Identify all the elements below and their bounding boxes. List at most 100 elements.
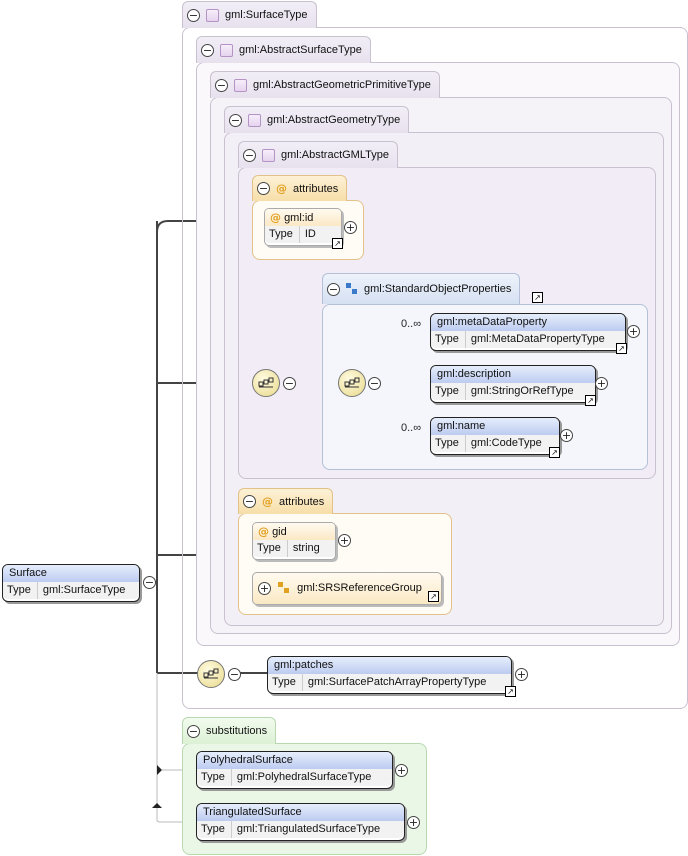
type-key: Type bbox=[272, 674, 303, 691]
collapse-icon[interactable]: − bbox=[228, 668, 241, 681]
expand-icon[interactable]: + bbox=[515, 668, 528, 681]
group-icon bbox=[346, 283, 357, 294]
expand-icon[interactable]: + bbox=[560, 429, 573, 442]
link-icon[interactable]: ↗ bbox=[505, 686, 516, 697]
attributes-tab[interactable]: − @ attributes bbox=[252, 175, 348, 201]
element-name: gml:metaDataProperty bbox=[431, 314, 625, 331]
group-name: gml:SRSReferenceGroup bbox=[297, 582, 422, 594]
element-type: gml:CodeType bbox=[470, 437, 542, 449]
collapse-icon[interactable]: − bbox=[283, 377, 296, 390]
abstract-geometric-primitive-type-tab[interactable]: − gml:AbstractGeometricPrimitiveType bbox=[210, 71, 440, 98]
type-key: Type bbox=[269, 226, 300, 243]
complex-type-icon bbox=[234, 78, 247, 92]
element-type: gml:TriangulatedSurfaceType bbox=[236, 823, 381, 835]
sequence-compositor-icon[interactable] bbox=[338, 369, 366, 397]
expand-icon[interactable]: + bbox=[344, 221, 357, 234]
element-type: gml:StringOrRefType bbox=[470, 385, 574, 397]
link-icon[interactable]: ↗ bbox=[332, 238, 343, 249]
attribute-name: gml:id bbox=[284, 212, 314, 224]
expand-icon[interactable]: + bbox=[338, 534, 351, 547]
element-name: gml:name bbox=[431, 418, 559, 435]
polyhedral-surface-element[interactable]: PolyhedralSurface Type gml:PolyhedralSurf… bbox=[196, 751, 393, 789]
expand-icon[interactable]: + bbox=[407, 816, 420, 829]
type-name: gml:AbstractGeometryType bbox=[267, 114, 401, 126]
attribute-type: string bbox=[292, 542, 320, 554]
attribute-type: ID bbox=[304, 228, 316, 240]
element-type: gml:SurfaceType bbox=[42, 584, 126, 596]
element-name: Surface bbox=[3, 565, 139, 582]
gml-id-attribute[interactable]: @ gml:id Type ID bbox=[264, 208, 342, 246]
expand-icon[interactable]: + bbox=[627, 325, 640, 338]
link-icon[interactable]: ↗ bbox=[428, 591, 439, 602]
collapse-icon[interactable]: − bbox=[327, 282, 340, 296]
occurrence-label: 0..∞ bbox=[401, 318, 422, 330]
substitutions-tab[interactable]: − substitutions bbox=[182, 717, 277, 744]
complex-type-icon bbox=[248, 113, 261, 127]
occurrence-label: 0..∞ bbox=[401, 422, 422, 434]
attribute-icon: @ bbox=[276, 182, 287, 195]
triangulated-surface-element[interactable]: TriangulatedSurface Type gml:Triangulated… bbox=[196, 803, 405, 841]
collapse-icon[interactable]: − bbox=[201, 43, 214, 57]
attributes-tab[interactable]: − @ attributes bbox=[238, 488, 334, 514]
element-name: gml:patches bbox=[268, 657, 511, 674]
type-key: Type bbox=[435, 331, 466, 348]
abstract-surface-type-tab[interactable]: − gml:AbstractSurfaceType bbox=[196, 36, 371, 63]
collapse-icon[interactable]: − bbox=[257, 182, 270, 195]
surface-root-element[interactable]: Surface Type gml:SurfaceType bbox=[2, 564, 140, 602]
attributes-label: attributes bbox=[279, 495, 325, 508]
expand-icon[interactable]: + bbox=[595, 377, 608, 390]
element-type: gml:PolyhedralSurfaceType bbox=[236, 771, 372, 783]
expand-icon[interactable]: + bbox=[258, 581, 271, 595]
link-icon[interactable]: ↗ bbox=[616, 343, 627, 354]
patches-element[interactable]: gml:patches Type gml:SurfacePatchArrayPro… bbox=[267, 656, 512, 694]
standard-object-properties-tab[interactable]: − gml:StandardObjectProperties bbox=[322, 273, 521, 304]
collapse-icon[interactable]: − bbox=[187, 8, 200, 22]
type-key: Type bbox=[435, 383, 466, 400]
type-name: gml:AbstractSurfaceType bbox=[239, 44, 362, 56]
description-element[interactable]: gml:description Type gml:StringOrRefType bbox=[430, 365, 596, 403]
abstract-gml-type-tab[interactable]: − gml:AbstractGMLType bbox=[238, 141, 398, 168]
abstract-geometry-type-tab[interactable]: − gml:AbstractGeometryType bbox=[224, 106, 410, 133]
element-name: PolyhedralSurface bbox=[197, 752, 392, 769]
collapse-icon[interactable]: − bbox=[187, 724, 200, 738]
type-key: Type bbox=[201, 821, 232, 838]
srs-reference-group[interactable]: + gml:SRSReferenceGroup bbox=[252, 572, 442, 605]
element-type: gml:MetaDataPropertyType bbox=[470, 333, 605, 345]
sequence-compositor-icon[interactable] bbox=[252, 369, 280, 397]
group-name: gml:StandardObjectProperties bbox=[364, 283, 512, 295]
type-name: gml:AbstractGMLType bbox=[281, 149, 389, 161]
type-name: gml:AbstractGeometricPrimitiveType bbox=[253, 79, 431, 91]
metadata-property-element[interactable]: gml:metaDataProperty Type gml:MetaDataPro… bbox=[430, 313, 626, 351]
attributes-label: attributes bbox=[293, 182, 339, 195]
attribute-icon: @ bbox=[258, 525, 269, 538]
complex-type-icon bbox=[220, 43, 233, 57]
element-name: gml:description bbox=[431, 366, 595, 383]
collapse-icon[interactable]: − bbox=[243, 495, 256, 508]
complex-type-icon bbox=[206, 8, 219, 22]
collapse-icon[interactable]: − bbox=[143, 576, 156, 589]
attribute-group-icon bbox=[278, 582, 290, 594]
type-key: Type bbox=[435, 435, 466, 452]
expand-icon[interactable]: + bbox=[395, 764, 408, 777]
gid-attribute[interactable]: @ gid Type string bbox=[252, 522, 336, 560]
link-icon[interactable]: ↗ bbox=[532, 292, 543, 303]
type-key: Type bbox=[201, 769, 232, 786]
element-name: TriangulatedSurface bbox=[197, 804, 404, 821]
collapse-icon[interactable]: − bbox=[229, 113, 242, 127]
sequence-compositor-icon[interactable] bbox=[197, 660, 225, 688]
name-element[interactable]: gml:name Type gml:CodeType bbox=[430, 417, 560, 455]
attribute-icon: @ bbox=[262, 495, 273, 508]
attribute-icon: @ bbox=[270, 211, 281, 224]
collapse-icon[interactable]: − bbox=[215, 78, 228, 92]
attribute-name: gid bbox=[272, 526, 287, 538]
collapse-icon[interactable]: − bbox=[368, 377, 381, 390]
type-key: Type bbox=[257, 540, 288, 557]
link-icon[interactable]: ↗ bbox=[585, 395, 596, 406]
type-name: gml:SurfaceType bbox=[225, 9, 308, 21]
substitutions-label: substitutions bbox=[206, 725, 268, 737]
type-key: Type bbox=[7, 582, 38, 599]
collapse-icon[interactable]: − bbox=[243, 148, 256, 162]
link-icon[interactable]: ↗ bbox=[549, 447, 560, 458]
element-type: gml:SurfacePatchArrayPropertyType bbox=[307, 676, 487, 688]
surface-type-tab[interactable]: − gml:SurfaceType bbox=[182, 1, 317, 28]
